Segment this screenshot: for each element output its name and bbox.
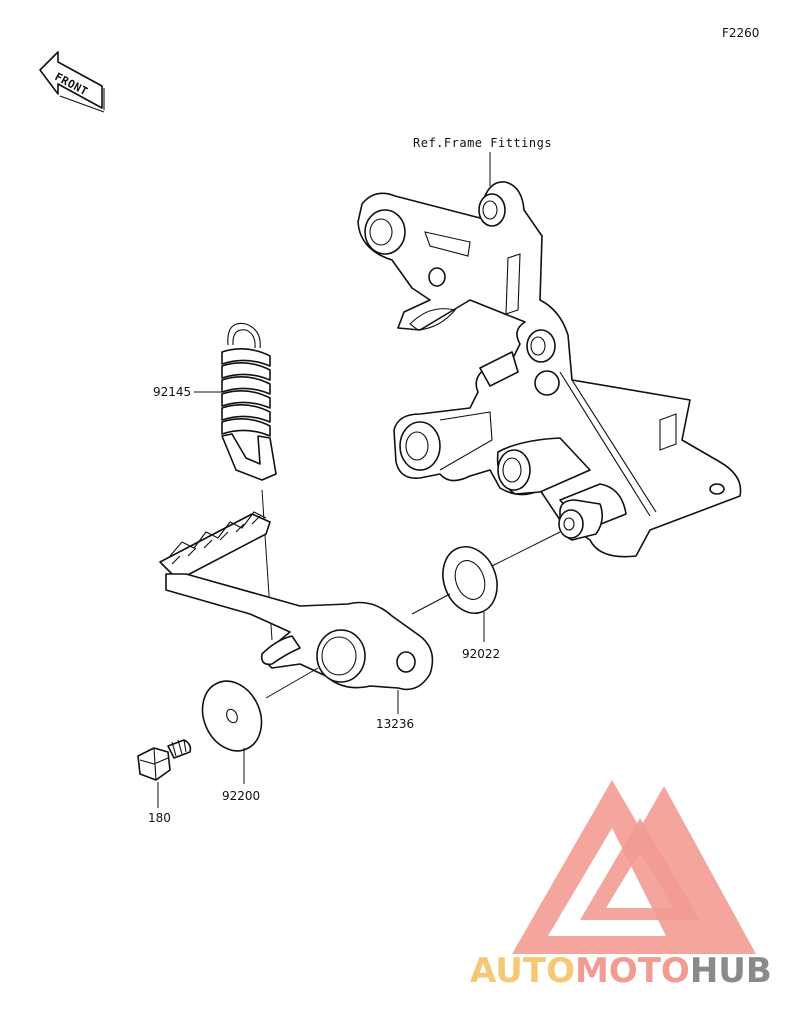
part-label-92022: 92022 [462,647,500,661]
part-label-92145: 92145 [153,385,191,399]
automotohub-logo-icon [512,780,756,954]
leader-washer-pedal [411,593,451,615]
front-badge: FRONT [39,51,105,113]
spring [221,322,277,481]
washer-92022 [442,546,498,614]
brake-pedal [159,511,434,691]
leader-washer-pedal-2 [265,667,319,699]
svg-text:AUTOMOTOHUB: AUTOMOTOHUB [470,951,772,991]
watermark: AUTOMOTOHUB [470,780,772,991]
watermark-hub: HUB [690,951,772,991]
front-arrow-icon [39,51,105,113]
bolt-180 [137,739,192,781]
ref-frame-label: Ref.Frame Fittings [413,136,552,150]
part-label-92200: 92200 [222,789,260,803]
spring-coils [221,348,271,437]
washer-92200 [201,680,263,752]
watermark-auto: AUTO [470,951,575,991]
leader-washer-shaft [491,531,561,567]
part-label-180: 180 [148,811,171,825]
figure-code: F2260 [722,26,759,40]
watermark-moto: MOTO [575,951,690,991]
part-label-13236: 13236 [376,717,414,731]
frame-fitting [357,181,742,558]
